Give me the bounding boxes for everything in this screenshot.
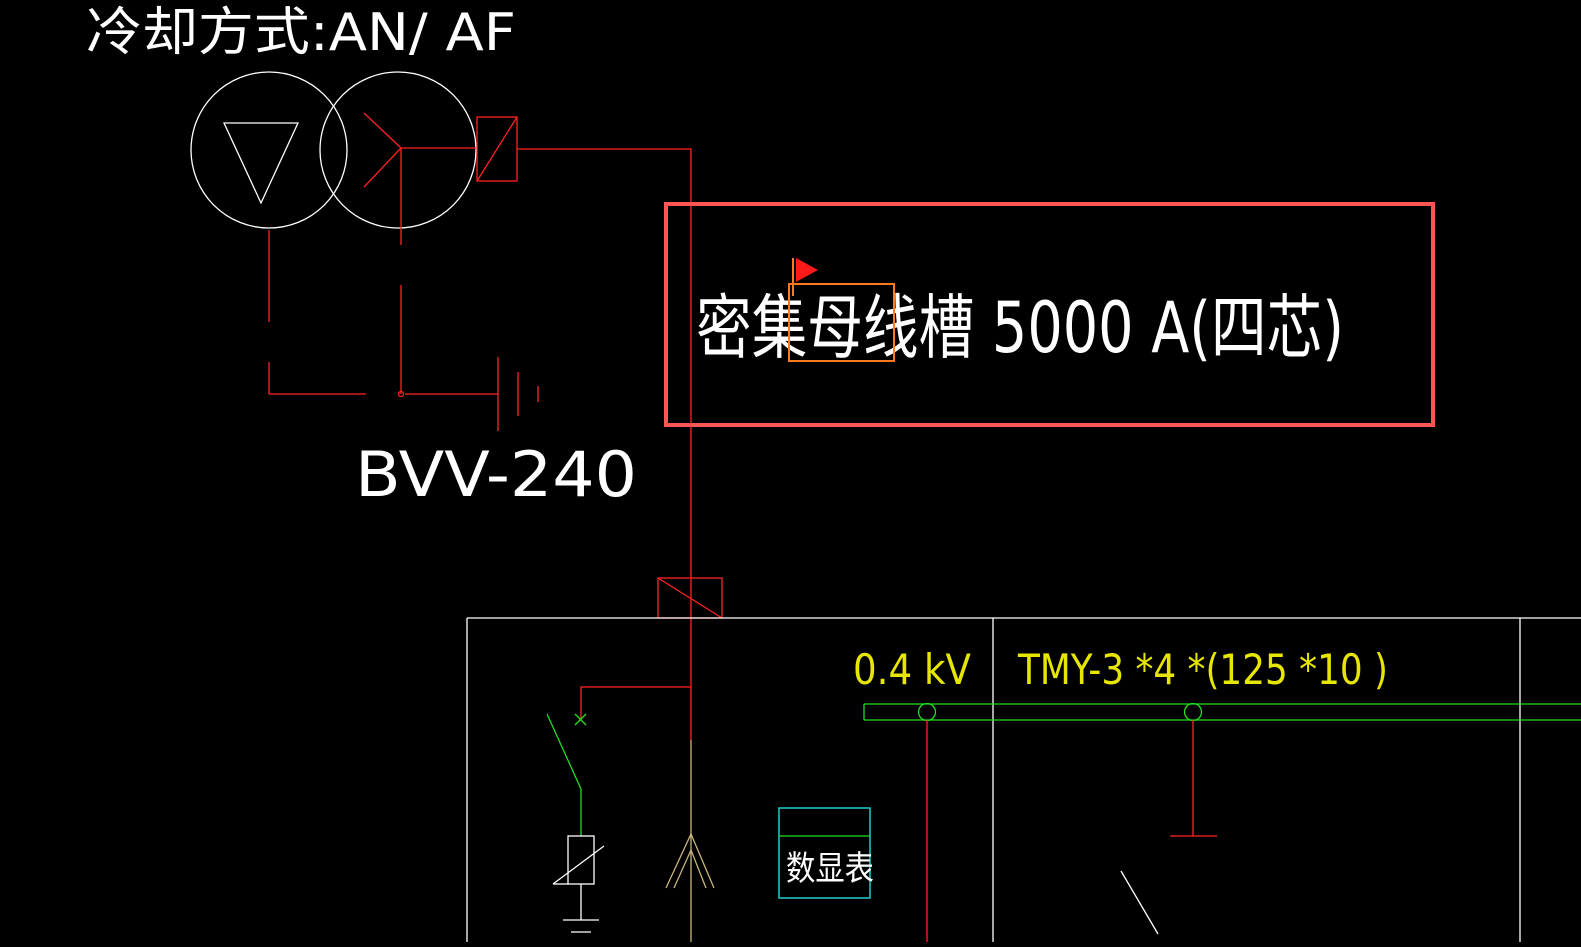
transformer-winding-delta (190, 71, 348, 229)
digital-meter-label: 数显表 (786, 849, 874, 889)
cooling-mode-label: 冷却方式:AN/ AF (86, 3, 516, 63)
terminal-box (476, 116, 518, 182)
current-transformer-icon (665, 740, 715, 942)
busbar-node-1 (917, 702, 937, 722)
delta-icon (222, 122, 300, 205)
grounding-cable-label: BVV-240 (355, 438, 637, 511)
voltage-label: 0.4 kV (853, 645, 971, 694)
ground-icon (497, 357, 539, 431)
digital-meter-box[interactable] (778, 807, 871, 899)
busway-terminal-box (657, 577, 723, 619)
breaker-contact (1120, 870, 1159, 935)
arrester-branch (546, 686, 691, 836)
star-icon (363, 112, 476, 245)
panel-frame (466, 617, 1581, 942)
highlight-box (664, 202, 1435, 427)
search-match-highlight (788, 283, 895, 362)
busbar-node-2 (1183, 702, 1203, 722)
transformer-winding-star (319, 71, 477, 229)
surge-arrester-icon (552, 835, 605, 933)
main-busbar[interactable] (863, 702, 1581, 722)
busbar-spec-label: TMY-3 *4 *(125 *10 ) (1017, 645, 1388, 694)
grounding-wiring (268, 230, 498, 398)
busbar-drops (926, 720, 1217, 942)
feeder-line (517, 148, 692, 740)
flag-icon (792, 258, 818, 296)
busway-label[interactable]: 密集母线槽 5000 A(四芯) (696, 287, 1344, 369)
transformer-symbol[interactable] (190, 71, 477, 229)
